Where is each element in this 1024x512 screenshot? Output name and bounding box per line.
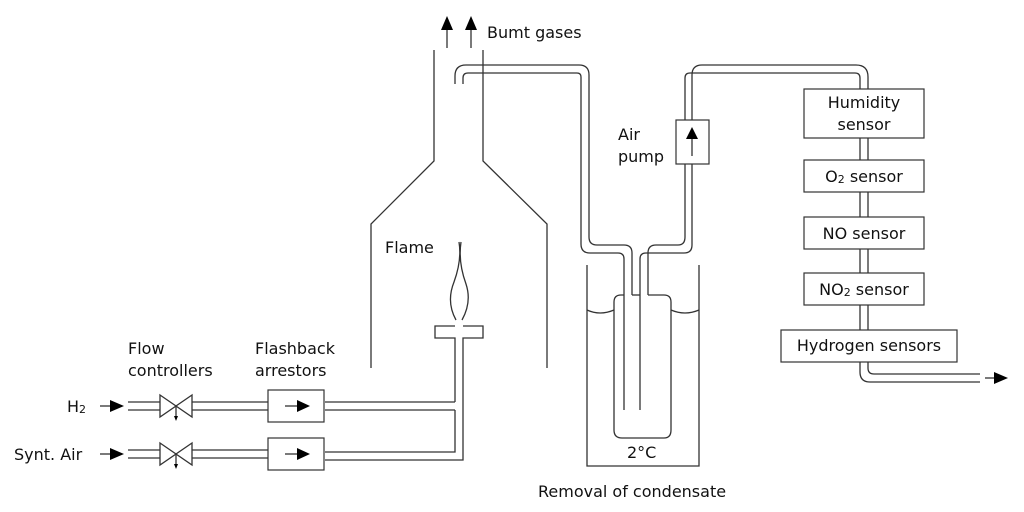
arrow-right-icon <box>297 448 310 460</box>
air-pump-label-line1: Air <box>618 125 640 144</box>
arrow-up-icon <box>686 127 698 139</box>
h2-line <box>100 400 268 412</box>
svg-text:O2 sensor: O2 sensor <box>825 167 903 186</box>
condensate-bath <box>586 265 700 467</box>
svg-text:Humidity: Humidity <box>828 93 901 112</box>
valve-air <box>159 441 193 469</box>
sampling-tube-in <box>454 64 633 410</box>
exhaust-arrows <box>441 16 477 48</box>
sensor-humidity: Humidity sensor <box>803 88 925 139</box>
flashback-arrestors-label-line2: arrestors <box>255 361 326 380</box>
arrestor-air <box>267 437 325 471</box>
sensor-no: NO sensor <box>803 216 925 250</box>
flow-controllers-label-line2: controllers <box>128 361 213 380</box>
temperature-label: 2°C <box>627 443 656 462</box>
burner <box>325 325 484 461</box>
svg-text:Hydrogen sensors: Hydrogen sensors <box>797 336 941 355</box>
input-h2-label: H2 <box>67 397 86 416</box>
air-pump-label-line2: pump <box>618 147 664 166</box>
air-line <box>100 448 268 460</box>
sensor-no2: NO2 sensor <box>803 272 925 306</box>
condensate-label: Removal of condensate <box>538 482 726 501</box>
arrow-right-icon <box>110 400 124 412</box>
arrestor-h2 <box>267 389 325 423</box>
input-air-label: Synt. Air <box>14 445 83 464</box>
svg-text:NO sensor: NO sensor <box>823 224 906 243</box>
exhaust-label: Bumt gases <box>487 23 582 42</box>
svg-text:NO2 sensor: NO2 sensor <box>819 280 909 299</box>
sensor-hydrogen: Hydrogen sensors <box>780 329 958 363</box>
chimney-hood <box>370 50 548 368</box>
arrow-right-icon <box>994 372 1008 384</box>
air-pump <box>675 119 710 165</box>
flame-label: Flame <box>385 238 434 257</box>
svg-text:sensor: sensor <box>837 115 890 134</box>
flow-controllers-label-line1: Flow <box>128 339 165 358</box>
valve-h2 <box>159 393 193 421</box>
sensor-o2: O2 sensor <box>803 159 925 193</box>
arrow-right-icon <box>110 448 124 460</box>
arrow-right-icon <box>297 400 310 412</box>
flame <box>449 241 469 321</box>
flashback-arrestors-label-line1: Flashback <box>255 339 336 358</box>
